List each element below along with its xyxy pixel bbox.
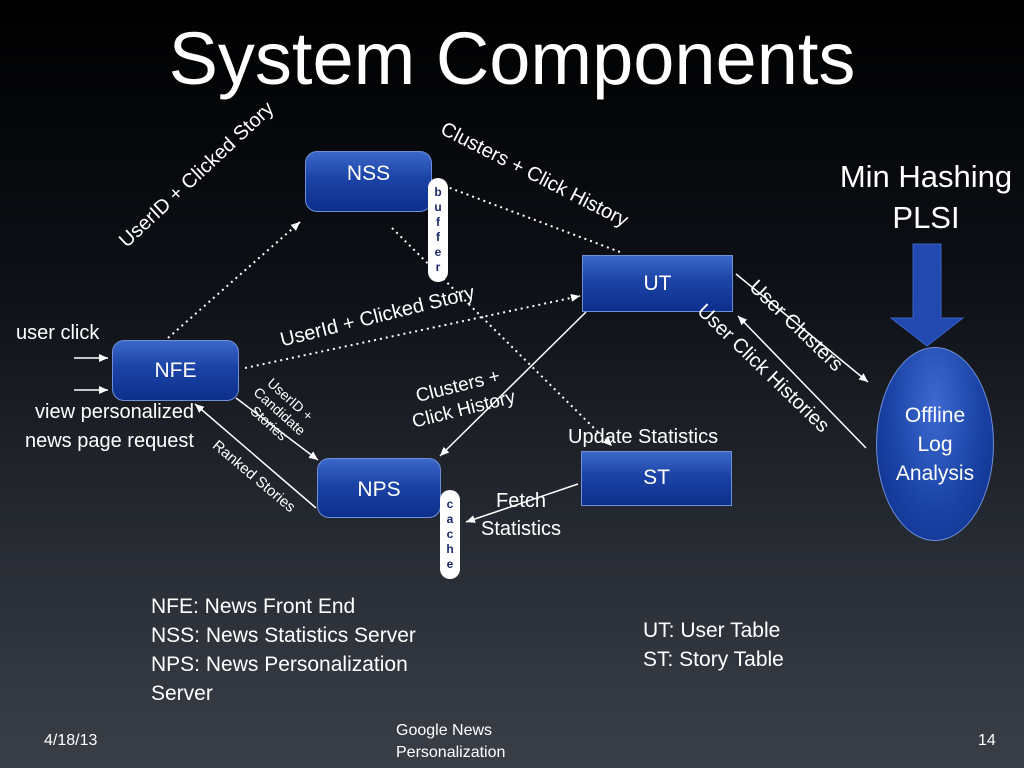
legend-left: NFE: News Front End NSS: News Statistics… [151, 595, 416, 705]
edge-ut-nps [439, 311, 587, 457]
node-nps: NPS [317, 458, 441, 518]
label-fetch-statistics: Fetch Statistics [481, 490, 562, 540]
node-nss: NSS [305, 151, 432, 212]
label-view-request: view personalized news page request [24, 401, 194, 452]
footer-date: 4/18/13 [44, 732, 98, 749]
buffer-letter: r [435, 260, 441, 274]
node-st: ST [581, 451, 732, 506]
label-user-click: user click [16, 322, 100, 344]
cache-letter: c [446, 497, 454, 511]
method-label: Min Hashing PLSI [839, 159, 1013, 235]
buffer-letter: u [434, 200, 442, 214]
edge-nps-nfe [194, 403, 317, 509]
cache-letter: h [446, 542, 454, 556]
edge-nfe-nps [235, 397, 319, 461]
footer-center: Google News Personalization [396, 722, 506, 761]
big-down-arrow [889, 243, 965, 347]
label-update-statistics: Update Statistics [568, 426, 719, 448]
cache-letter: a [446, 512, 454, 526]
footer-page-number: 14 [978, 732, 996, 749]
node-nfe: NFE [112, 340, 239, 401]
cache-letter: e [446, 557, 454, 571]
edge-nfe-nss [167, 221, 301, 339]
edge-st-cache [465, 483, 579, 523]
edge-ut-offline [735, 273, 869, 383]
buffer-letter: e [434, 245, 442, 259]
cache-pill: c a c h e [440, 490, 460, 579]
buffer-letter: b [434, 185, 442, 199]
buffer-pill: b u f f e r [428, 178, 448, 282]
legend-right: UT: User Table ST: Story Table [643, 619, 784, 671]
node-ut: UT [582, 255, 733, 312]
buffer-letter: f [436, 215, 440, 229]
edge-nss-st [391, 227, 613, 447]
cache-letter: c [446, 527, 454, 541]
buffer-letter: f [436, 230, 440, 244]
edge-offline-ut [737, 315, 867, 449]
slide-title: System Components [168, 17, 856, 100]
node-offline-log-analysis: Offline Log Analysis [876, 347, 994, 541]
